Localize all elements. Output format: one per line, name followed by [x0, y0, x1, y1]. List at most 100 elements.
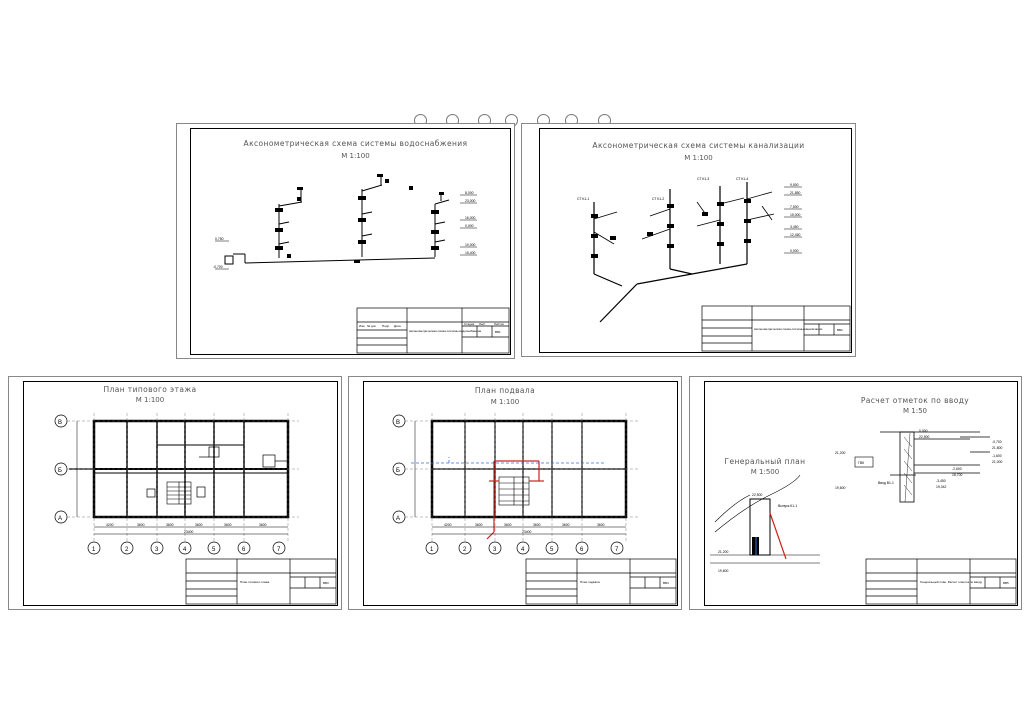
axis-label: А	[396, 516, 400, 522]
level-label: 18,700	[952, 473, 962, 477]
floor-plan-drawing: 4200 3600 3600 3600 3600 3600 23400 В Б …	[54, 413, 337, 605]
gvk-label: ГВК	[858, 461, 864, 465]
level-label: -1,600	[992, 454, 1002, 458]
level-label: -0,700	[213, 265, 223, 269]
dimension: 3600	[224, 523, 232, 527]
dimension: 3600	[259, 523, 267, 527]
axis-label: 2	[463, 547, 467, 553]
level-label: 19,600	[718, 569, 728, 573]
level-label: 23,000	[465, 199, 475, 203]
stamp-name: Аксонометрическая схема системы канализа…	[754, 327, 823, 331]
level-label: 10,000	[465, 243, 475, 247]
level-label: 12,450	[790, 233, 800, 237]
axis-label: Б	[396, 468, 400, 474]
stamp-name: План типового этажа	[240, 580, 270, 584]
dimension: 3600	[137, 523, 145, 527]
level-label: 8,000	[465, 191, 474, 195]
total-dimension: 23400	[522, 530, 532, 534]
level-label: 21,850	[790, 191, 800, 195]
level-label: 21,200	[718, 550, 728, 554]
axis-label: 6	[580, 547, 584, 553]
level-label: 19,600	[835, 486, 845, 490]
riser-label: СТ К1-3	[697, 177, 709, 181]
level-label: 0,000	[790, 249, 799, 253]
dimension: 3600	[166, 523, 174, 527]
level-label: 0,000	[919, 429, 928, 433]
sheet-floor-plan[interactable]: План типового этажа М 1:100	[8, 376, 342, 610]
axis-label: 1	[430, 547, 434, 553]
axis-label: 2	[125, 547, 129, 553]
axis-label: 5	[550, 547, 554, 553]
stamp-name: Генеральный план. Расчет отметок по ввод…	[920, 580, 983, 584]
dimension: 3600	[533, 523, 541, 527]
riser-label: СТ К1-4	[736, 177, 748, 181]
level-label: 16,000	[465, 216, 475, 220]
stamp-code: ВВ4	[663, 581, 669, 585]
drawing-title: Аксонометрическая схема системы водоснаб…	[243, 139, 468, 148]
title-block	[525, 558, 677, 605]
level-label: -0,700	[992, 440, 1002, 444]
dimension: 3600	[195, 523, 203, 527]
axis-label: 3	[155, 547, 159, 553]
level-label: 7,500	[790, 205, 799, 209]
dimension: 3600	[597, 523, 605, 527]
sheet-frame	[23, 381, 338, 606]
sheet-site-plan[interactable]: Расчет отметок по вводу М 1:50 Генеральн…	[689, 376, 1022, 610]
drawing-scale: М 1:500	[750, 468, 780, 476]
sewer-pipe	[486, 460, 544, 540]
basement-plan-drawing: 4200 3600 3600 3600 3600 3600 23400 В Б …	[392, 413, 677, 605]
stamp-header: Стадия	[464, 322, 475, 326]
water-isometric-diagram: 0,750 -0,700 8,000 23,000 16,000 0,000 1…	[213, 174, 510, 354]
axis-label: 7	[277, 547, 281, 553]
sheet-frame	[363, 381, 678, 606]
drawing-scale: М 1:50	[903, 407, 927, 415]
stamp-code: ВВ3	[323, 581, 329, 585]
title-block	[356, 307, 510, 354]
stamp-header: Листов	[494, 322, 504, 326]
riser-label: СТ К1-2	[652, 197, 664, 201]
staircase	[166, 481, 192, 505]
dimension: 3600	[562, 523, 570, 527]
water-pipe	[411, 457, 604, 464]
sewer-isometric-diagram: СТ К1-1 СТ К1-2 СТ К1-3 СТ К1-4 9,500 21…	[577, 177, 851, 352]
level-label: 22,500	[752, 493, 762, 497]
stamp-header: Дата	[394, 324, 401, 328]
feature-label: Выпуск К1-1	[778, 504, 797, 508]
level-label: 21,000	[992, 460, 1002, 464]
drawing-scale: М 1:100	[490, 398, 520, 406]
level-label: 15,000	[790, 213, 800, 217]
axis-label: В	[396, 420, 400, 426]
level-label: 0,000	[465, 224, 474, 228]
dimension: 4200	[106, 523, 114, 527]
sheet-sewer[interactable]: Аксонометрическая схема системы канализа…	[521, 123, 856, 357]
axis-label: 6	[242, 547, 246, 553]
sheet-water-supply[interactable]: Аксонометрическая схема системы водоснаб…	[176, 123, 515, 359]
drawing-scale: М 1:100	[135, 396, 165, 404]
stamp-code: ВВ5	[1003, 581, 1009, 585]
level-label: -2,600	[952, 467, 962, 471]
axis-label: А	[58, 516, 62, 522]
sheet-basement-plan[interactable]: План подвала М 1:100	[348, 376, 682, 610]
drawing-title: Генеральный план	[724, 457, 806, 466]
stamp-header: Лист	[479, 322, 486, 326]
dimension: 3600	[504, 523, 512, 527]
drawing-title: План типового этажа	[103, 385, 197, 394]
stamp-code: ВВ1	[495, 330, 501, 334]
axis-label: 1	[92, 547, 96, 553]
stamp-header: № док	[367, 324, 376, 328]
level-label: 9,500	[790, 183, 799, 187]
drawing-scale: М 1:100	[341, 152, 370, 160]
drawing-title: План подвала	[474, 386, 536, 395]
axis-label: 4	[183, 547, 187, 553]
level-label: 3,450	[790, 225, 799, 229]
riser-label: СТ К1-1	[577, 197, 589, 201]
total-dimension: 23400	[184, 530, 194, 534]
axis-label: В	[58, 420, 62, 426]
level-label: 0,750	[215, 237, 224, 241]
site-plan-drawing: 22,500 21,200 19,600 Выпуск К1-1 ГВК 21,…	[710, 429, 1017, 605]
dimension: 3600	[475, 523, 483, 527]
drawing-title: Расчет отметок по вводу	[860, 396, 970, 405]
axis-label: 5	[212, 547, 216, 553]
level-label: 15,400	[465, 251, 475, 255]
title-block	[185, 558, 337, 605]
